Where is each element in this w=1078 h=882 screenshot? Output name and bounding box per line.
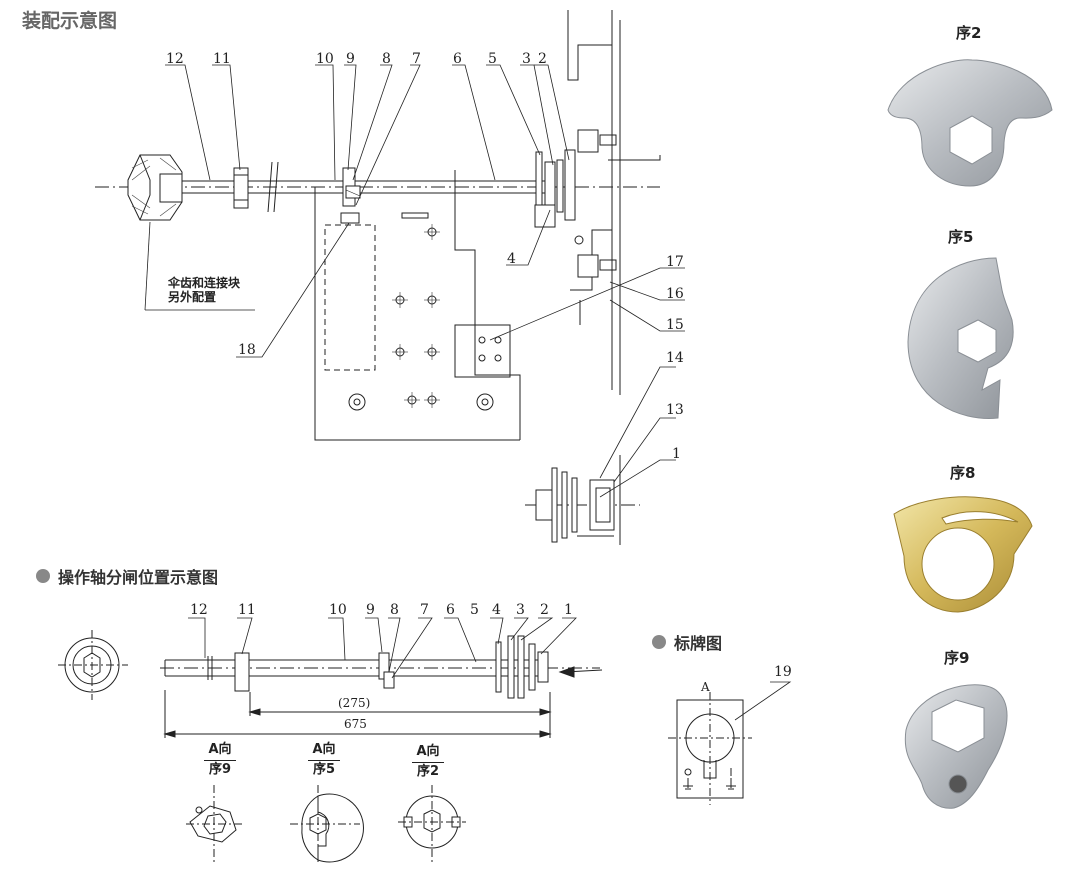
- callout-number: 8: [382, 51, 391, 67]
- callout-number: 5: [488, 51, 497, 67]
- callout-number: 15: [666, 317, 684, 333]
- callout-number: 9: [346, 51, 355, 67]
- callout-number: 14: [666, 350, 684, 366]
- view-label-1: A向 序9: [200, 741, 240, 778]
- part-photo-seq5: [907, 257, 1014, 419]
- callout-number: 6: [453, 51, 462, 67]
- callout-number: 10: [329, 602, 347, 618]
- nameplate-view-label: A: [701, 680, 710, 694]
- view-seq: 序9: [208, 762, 232, 777]
- callout-number: 1: [564, 602, 573, 618]
- callout-number: 10: [316, 51, 334, 67]
- callout-number: 2: [538, 51, 547, 67]
- callout-number: 13: [666, 402, 684, 418]
- shaft-section-title: 操作轴分闸位置示意图: [36, 564, 218, 588]
- dim-total: 675: [344, 717, 367, 731]
- view-seq: 序5: [312, 762, 336, 777]
- part-photo-seq9: [904, 684, 1008, 809]
- view-direction: A向: [312, 742, 336, 757]
- callout-number: 9: [366, 602, 375, 618]
- view-seq: 序2: [416, 764, 440, 779]
- callout-number: 3: [516, 602, 525, 618]
- view-direction: A向: [208, 742, 232, 757]
- shaft-section-title-text: 操作轴分闸位置示意图: [58, 568, 219, 587]
- callout-number: 12: [166, 51, 184, 67]
- nameplate-section-title: 标牌图: [652, 630, 722, 654]
- note-text: 伞齿和连接块 另外配置: [168, 276, 240, 304]
- view-label-2: A向 序5: [304, 741, 344, 778]
- dim-inner: (275): [338, 696, 371, 710]
- nameplate-section-title-text: 标牌图: [674, 634, 723, 653]
- bullet-icon: [36, 569, 50, 583]
- bullet-icon: [652, 635, 666, 649]
- callout-number: 4: [492, 602, 501, 618]
- view-label-3: A向 序2: [408, 743, 448, 780]
- callout-number: 12: [190, 602, 208, 618]
- callout-number: 2: [540, 602, 549, 618]
- part-photo-seq8: [893, 496, 1033, 613]
- photo-label-2: 序2: [956, 24, 982, 42]
- photo-label-8: 序8: [950, 464, 976, 482]
- callout-number: 11: [238, 602, 256, 618]
- callout-number: 7: [412, 51, 421, 67]
- view-direction: A向: [416, 744, 440, 759]
- page-title: 装配示意图: [22, 10, 118, 32]
- callout-number: 11: [213, 51, 231, 67]
- callout-number: 6: [446, 602, 455, 618]
- callout-number: 8: [390, 602, 399, 618]
- photo-label-5: 序5: [948, 228, 974, 246]
- callout-number: 17: [666, 254, 684, 270]
- callout-number: 4: [507, 251, 516, 267]
- callout-number: 5: [470, 602, 479, 618]
- callout-number: 16: [666, 286, 684, 302]
- nameplate-callout: 19: [774, 664, 792, 680]
- callout-number: 7: [420, 602, 429, 618]
- callout-number: 1: [672, 446, 681, 462]
- photo-label-9: 序9: [944, 649, 970, 667]
- note-line-2: 另外配置: [168, 290, 217, 304]
- part-photo-seq2: [887, 59, 1053, 187]
- callout-number: 3: [522, 51, 531, 67]
- callout-number: 18: [238, 342, 256, 358]
- note-line-1: 伞齿和连接块: [168, 276, 241, 290]
